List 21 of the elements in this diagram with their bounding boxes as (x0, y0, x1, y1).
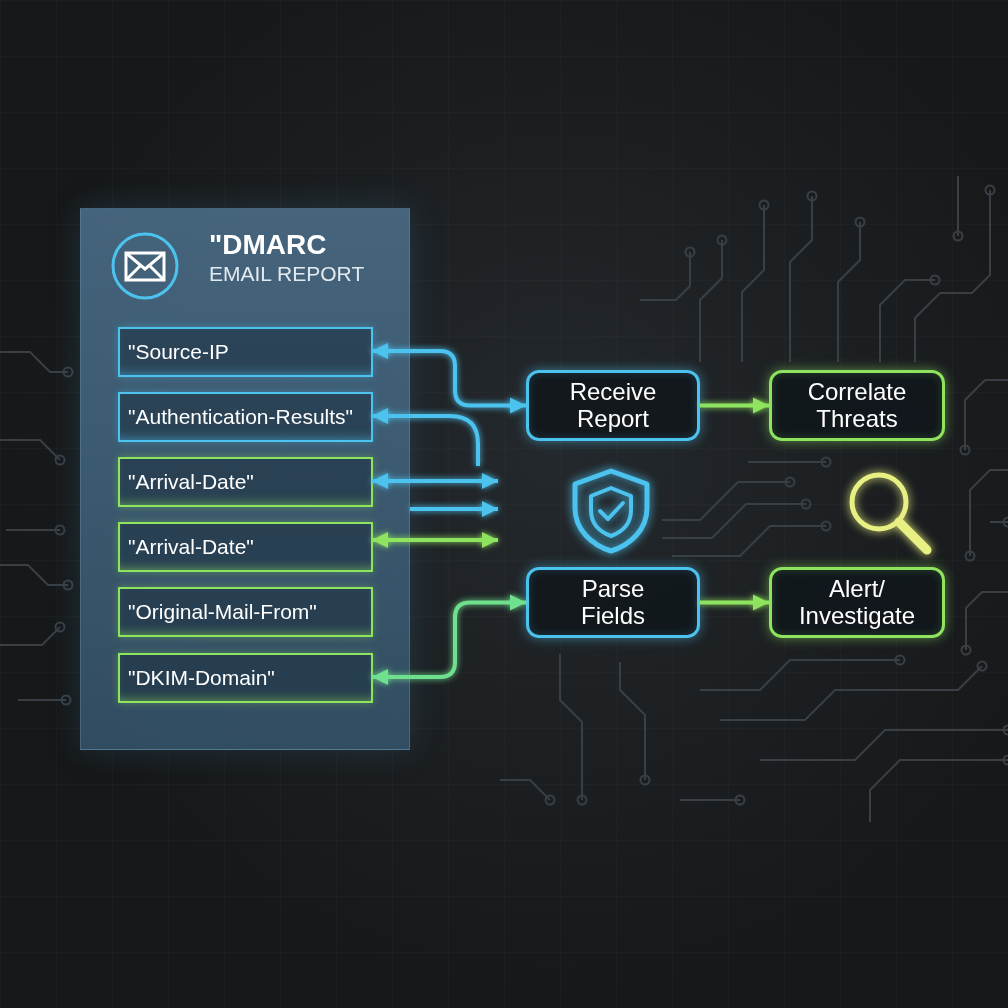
panel-subtitle: EMAIL REPORT (209, 261, 365, 287)
report-field: "Source-IP (118, 327, 373, 377)
report-field: "Authentication-Results" (118, 392, 373, 442)
arrow (372, 408, 480, 466)
arrow (372, 594, 526, 685)
arrow (700, 397, 769, 414)
arrow (372, 343, 526, 414)
process-step: Alert/ Investigate (769, 567, 945, 638)
arrow (700, 594, 769, 611)
report-field: "Original-Mail-From" (118, 587, 373, 637)
arrow (410, 501, 498, 517)
panel-title: "DMARC (209, 229, 327, 261)
arrow (372, 532, 498, 548)
arrow (372, 473, 498, 489)
process-step: Receive Report (526, 370, 700, 441)
report-panel (80, 208, 410, 750)
report-field: "Arrival-Date" (118, 522, 373, 572)
report-field: "Arrival-Date" (118, 457, 373, 507)
process-step: Parse Fields (526, 567, 700, 638)
process-step: Correlate Threats (769, 370, 945, 441)
report-field: "DKIM-Domain" (118, 653, 373, 703)
